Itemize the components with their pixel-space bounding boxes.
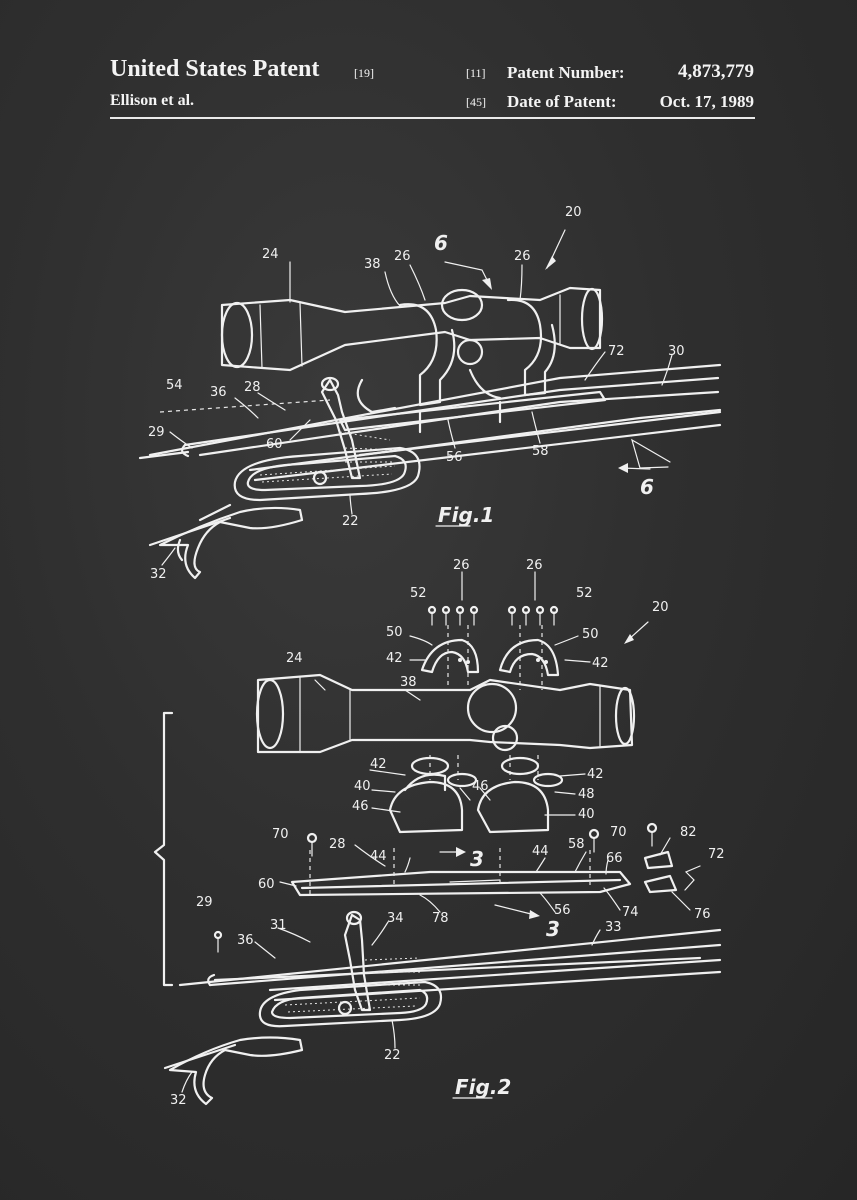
fig2-label-78: 78 [432,911,449,926]
fig1-label-26b: 26 [514,249,531,264]
fig2-label-24: 24 [286,651,303,666]
fig2-label-52b: 52 [576,586,593,601]
fig1-caption: Fig.1 [438,503,494,527]
fig1-label-29: 29 [148,425,165,440]
fig1-label-72: 72 [608,344,625,359]
fig1-drawing: 24 38 26 26 20 72 30 54 36 28 29 60 56 5… [138,205,722,582]
fig2-label-74: 74 [622,905,639,920]
fig2-label-52a: 52 [410,586,427,601]
fig2-label-42b: 42 [592,656,609,671]
fig1-label-28: 28 [244,380,261,395]
fig2-label-42c: 42 [370,757,387,772]
fig2-label-56: 56 [554,903,571,918]
fig2-label-28: 28 [329,837,346,852]
fig2-label-44a: 44 [370,849,387,864]
fig2-label-72: 72 [708,847,725,862]
fig2-label-50b: 50 [582,627,599,642]
fig2-label-20: 20 [652,600,669,615]
fig2-label-22: 22 [384,1048,401,1063]
fig2-caption: Fig.2 [455,1075,511,1099]
fig1-label-32: 32 [150,567,167,582]
fig2-label-66: 66 [606,851,623,866]
fig2-label-58: 58 [568,837,585,852]
fig1-label-26a: 26 [394,249,411,264]
patent-number-label: Patent Number: [507,63,625,82]
fig1-label-30: 30 [668,344,685,359]
fig2-label-29: 29 [196,895,213,910]
fig1-label-60: 60 [266,437,283,452]
fig1-section-mark-bottom: 6 [640,475,654,499]
fig2-section-mark-top: 3 [470,847,484,871]
fig2-section-mark-bottom: 3 [546,917,560,941]
fig1-label-56: 56 [446,450,463,465]
fig1-section-mark-top: 6 [434,231,448,255]
fig2-label-70b: 70 [610,825,627,840]
fig2-label-33: 33 [605,920,622,935]
fig2-label-32: 32 [170,1093,187,1108]
fig2-label-36: 36 [237,933,254,948]
fig2-label-42d: 42 [587,767,604,782]
header-rule [110,117,755,119]
fig2-label-31: 31 [270,918,287,933]
fig1-label-54: 54 [166,378,183,393]
fig2-label-82: 82 [680,825,697,840]
fig1-label-58: 58 [532,444,549,459]
fig2-label-60: 60 [258,877,275,892]
number-ref: [11] [466,66,486,80]
fig1-label-24: 24 [262,247,279,262]
fig2-label-50a: 50 [386,625,403,640]
date-ref: [45] [466,95,486,109]
fig2-drawing: 26 26 52 52 20 50 50 42 42 24 38 42 42 4… [153,558,725,1108]
fig2-label-40a: 40 [354,779,371,794]
patent-date-value: Oct. 17, 1989 [659,92,754,111]
fig2-label-42a: 42 [386,651,403,666]
fig2-label-48: 48 [578,787,595,802]
inventors: Ellison et al. [110,92,195,109]
fig1-label-38: 38 [364,257,381,272]
fig2-label-34: 34 [387,911,404,926]
fig2-label-76: 76 [694,907,711,922]
fig2-label-44b: 44 [532,844,549,859]
title-ref: [19] [354,66,374,80]
fig2-label-38: 38 [400,675,417,690]
patent-title: United States Patent [110,56,320,82]
fig1-label-22: 22 [342,514,359,529]
fig2-label-26a: 26 [453,558,470,573]
fig2-label-26b: 26 [526,558,543,573]
patent-number-value: 4,873,779 [678,61,754,82]
fig2-label-46a: 46 [352,799,369,814]
fig2-label-40b: 40 [578,807,595,822]
fig2-label-46b: 46 [472,779,489,794]
fig1-label-20: 20 [565,205,582,220]
fig1-label-36: 36 [210,385,227,400]
fig2-label-70a: 70 [272,827,289,842]
patent-date-label: Date of Patent: [507,92,617,111]
